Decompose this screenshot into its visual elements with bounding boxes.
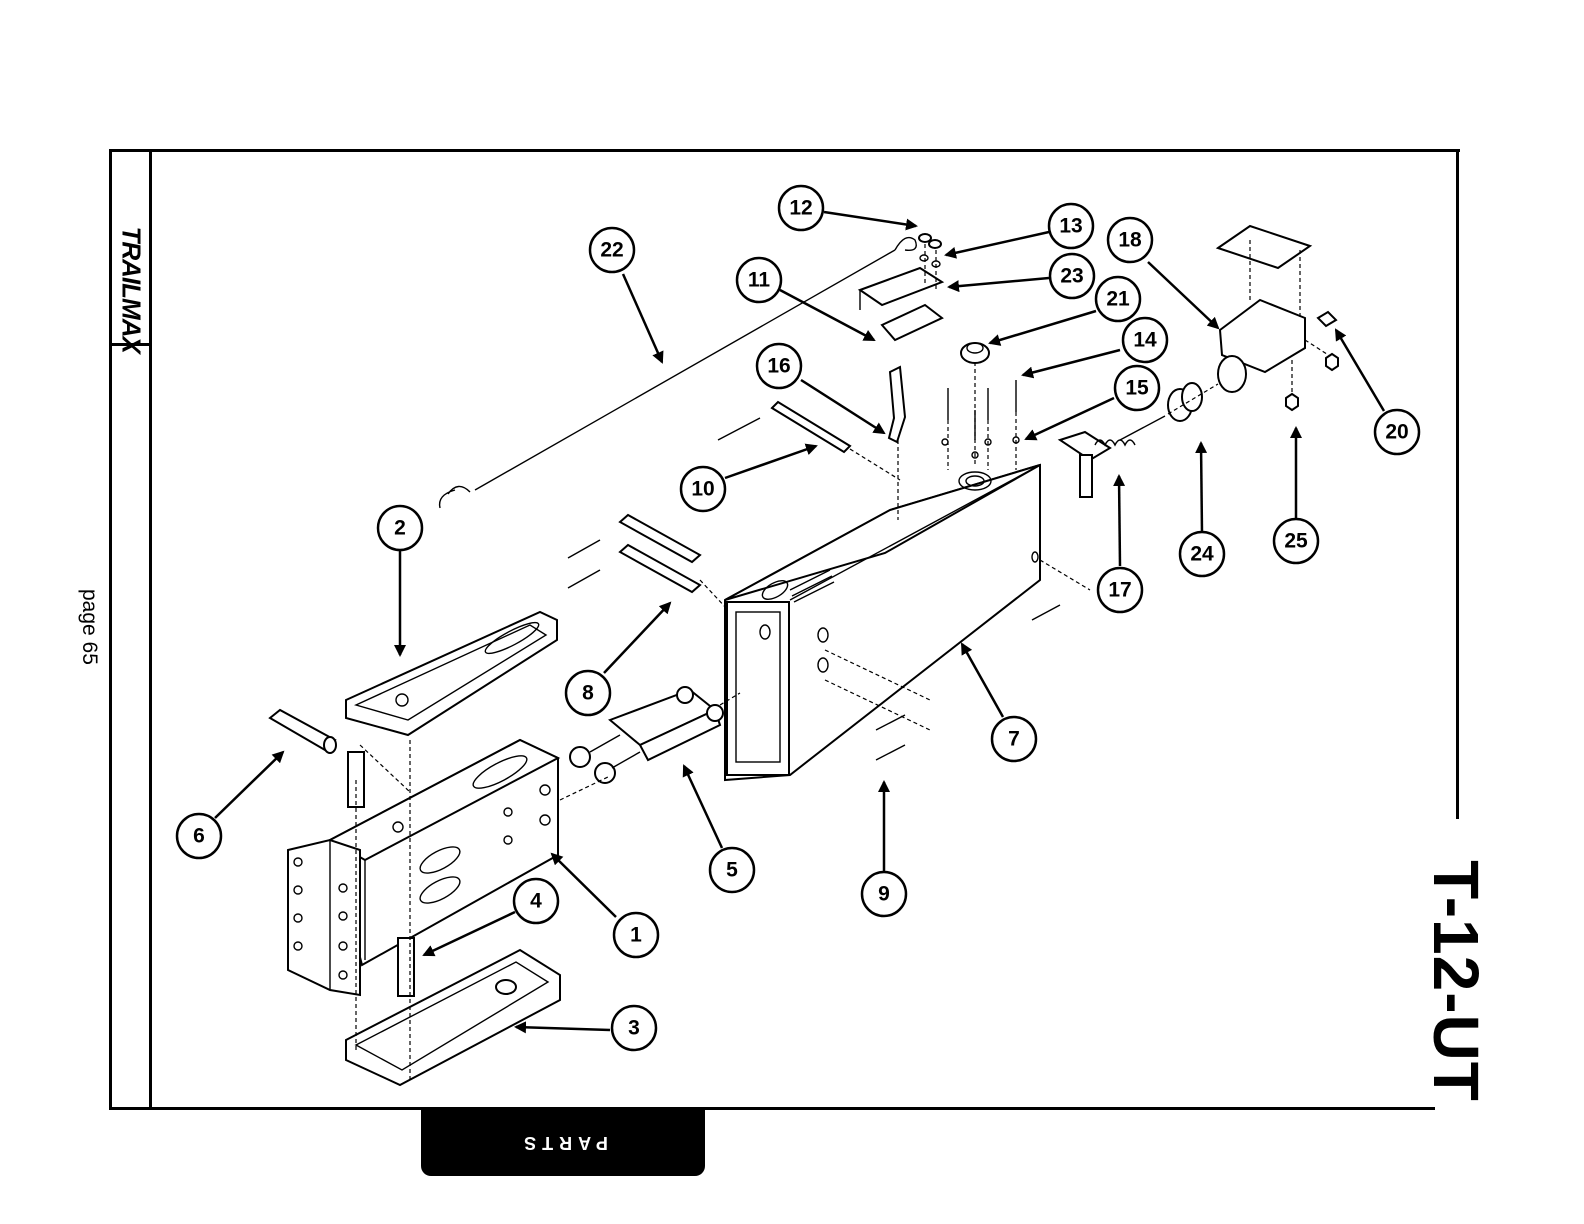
- callout-14: 14: [1123, 318, 1167, 362]
- svg-text:22: 22: [600, 239, 623, 262]
- callout-2: 2: [378, 506, 422, 550]
- callout-16: 16: [757, 344, 801, 388]
- part-8-pins: [568, 515, 700, 592]
- callout-6: 6: [177, 814, 221, 858]
- part-4-spacer-upper: [348, 752, 364, 807]
- svg-text:20: 20: [1385, 421, 1408, 444]
- callout-15: 15: [1115, 366, 1159, 410]
- svg-text:14: 14: [1133, 329, 1157, 352]
- svg-text:23: 23: [1060, 265, 1083, 288]
- callout-22: 22: [590, 228, 634, 272]
- part-12-13-hardware: [919, 234, 941, 267]
- svg-text:11: 11: [748, 269, 771, 292]
- callout-1: 1: [614, 913, 658, 957]
- callout-21: 21: [1096, 277, 1140, 321]
- part-17-spring-rod: [1060, 416, 1165, 497]
- svg-text:8: 8: [582, 682, 594, 705]
- part-25-nuts: [1286, 354, 1338, 410]
- part-21-fitting: [961, 343, 989, 363]
- part-22-cable: [440, 238, 917, 508]
- part-11-bracket: [860, 268, 942, 340]
- part-10-pin: [718, 402, 850, 452]
- svg-text:15: 15: [1125, 377, 1149, 400]
- callout-3: 3: [612, 1006, 656, 1050]
- callout-25: 25: [1274, 519, 1318, 563]
- svg-text:17: 17: [1108, 579, 1131, 602]
- callout-23: 23: [1050, 254, 1094, 298]
- callout-24: 24: [1180, 532, 1224, 576]
- callout-4: 4: [514, 879, 558, 923]
- svg-text:18: 18: [1118, 229, 1142, 252]
- svg-text:7: 7: [1008, 728, 1020, 751]
- part-2-top-plate: [346, 612, 557, 735]
- svg-text:4: 4: [530, 890, 542, 913]
- svg-text:25: 25: [1284, 530, 1308, 553]
- svg-text:2: 2: [394, 517, 406, 540]
- part-14-bolts: [942, 380, 1019, 458]
- svg-text:9: 9: [878, 883, 890, 906]
- callout-7: 7: [992, 717, 1036, 761]
- part-18-master-cylinder: [1218, 226, 1310, 392]
- svg-text:5: 5: [726, 859, 738, 882]
- callout-8: 8: [566, 671, 610, 715]
- part-16-lever: [889, 367, 905, 442]
- callout-18: 18: [1108, 218, 1152, 262]
- callout-10: 10: [681, 467, 725, 511]
- part-6-pin: [270, 710, 336, 753]
- part-3-bottom-plate: [346, 950, 560, 1085]
- svg-text:1: 1: [630, 924, 642, 947]
- svg-text:10: 10: [691, 478, 714, 501]
- svg-text:21: 21: [1106, 288, 1130, 311]
- svg-text:24: 24: [1190, 543, 1214, 566]
- svg-text:6: 6: [193, 825, 205, 848]
- callout-20: 20: [1375, 410, 1419, 454]
- callout-17: 17: [1098, 568, 1142, 612]
- callout-9: 9: [862, 872, 906, 916]
- svg-text:13: 13: [1059, 215, 1082, 238]
- part-24-piston: [1168, 383, 1202, 421]
- svg-text:3: 3: [628, 1017, 640, 1040]
- callout-13: 13: [1049, 204, 1093, 248]
- callout-12: 12: [779, 186, 823, 230]
- part-20-cap: [1318, 312, 1336, 326]
- callout-11: 11: [737, 258, 781, 302]
- svg-text:12: 12: [789, 197, 812, 220]
- part-4-spacer: [398, 938, 414, 996]
- callout-5: 5: [710, 848, 754, 892]
- svg-text:16: 16: [767, 355, 790, 378]
